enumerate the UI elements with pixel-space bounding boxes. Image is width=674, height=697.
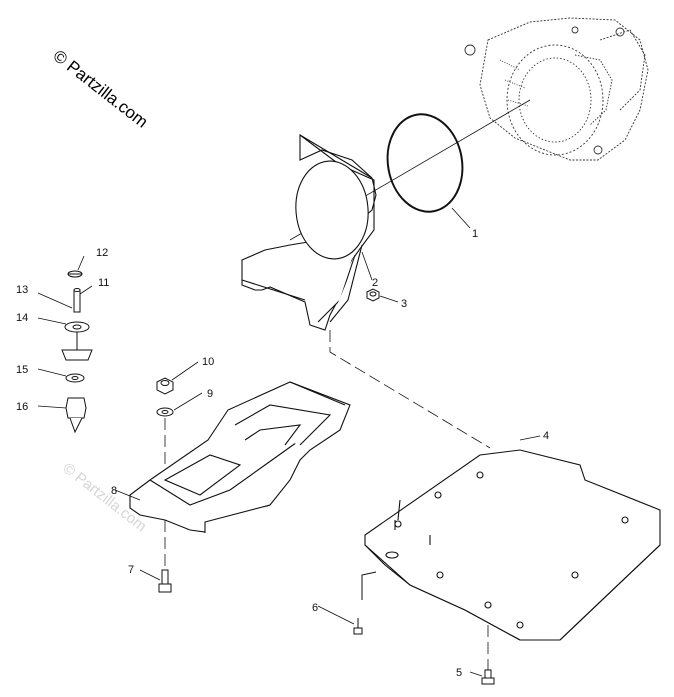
bolt-6 <box>353 571 377 635</box>
callout-11: 11 <box>98 277 109 289</box>
o-ring-gasket <box>386 113 464 213</box>
callout-10: 10 <box>202 356 214 368</box>
nut-3 <box>366 288 380 302</box>
callout-5: 5 <box>456 667 462 679</box>
leader-lines <box>37 207 541 677</box>
engine-housing <box>464 17 649 161</box>
callout-9: 9 <box>207 388 213 400</box>
callout-1: 1 <box>472 228 478 240</box>
skid-plate <box>129 381 351 533</box>
callout-6: 6 <box>312 602 318 614</box>
callout-12: 12 <box>96 247 108 259</box>
callout-4: 4 <box>543 430 549 442</box>
adapter-plate <box>241 133 377 331</box>
watermark-main: © Partzilla.com <box>50 46 152 132</box>
callout-7: 7 <box>128 564 134 576</box>
callout-8: 8 <box>111 485 117 497</box>
callout-2: 2 <box>372 277 378 289</box>
base-plate <box>364 449 661 641</box>
callout-14: 14 <box>16 312 28 324</box>
washer-9 <box>156 407 174 417</box>
callout-15: 15 <box>16 364 28 376</box>
fitting-assembly <box>61 270 93 434</box>
callout-13: 13 <box>16 284 28 296</box>
nut-10 <box>156 377 174 395</box>
bolt-7 <box>158 569 172 593</box>
callout-3: 3 <box>401 298 407 310</box>
callout-16: 16 <box>16 401 28 413</box>
bolt-5 <box>481 669 495 685</box>
